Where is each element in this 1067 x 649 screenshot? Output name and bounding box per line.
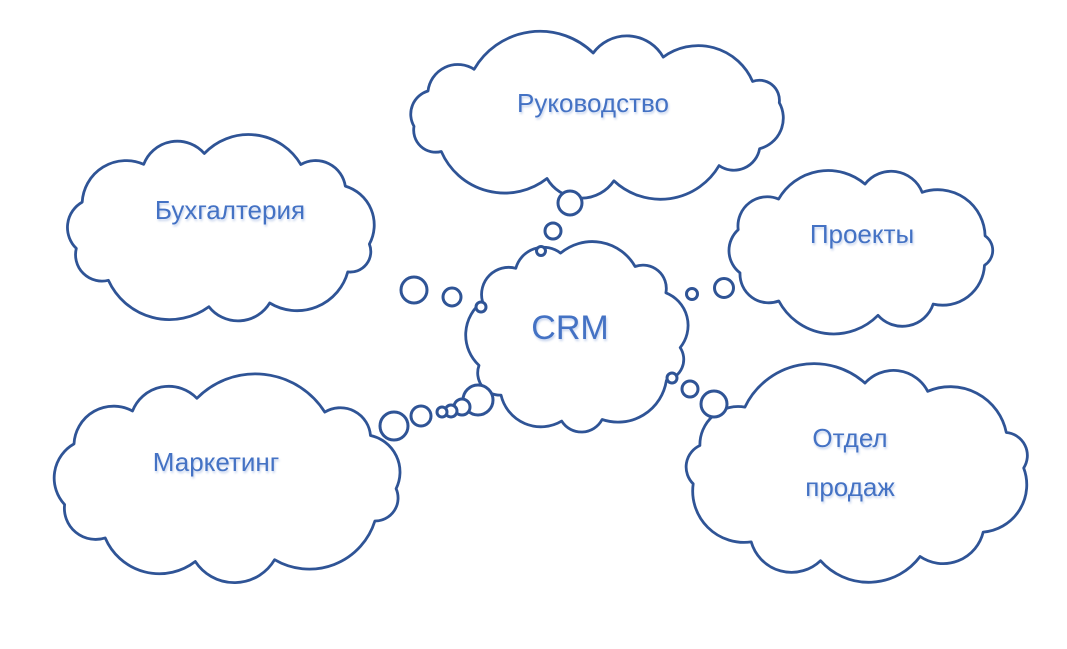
thought-bubble	[435, 405, 449, 419]
cloud-label-crm: CRM	[531, 309, 608, 347]
cloud-label-rukovodstvo: Руководство	[517, 88, 669, 118]
thought-bubble	[543, 221, 563, 241]
thought-bubble	[713, 277, 735, 299]
thought-bubble	[409, 404, 433, 428]
cloud-shape-marketing	[52, 372, 402, 585]
cloud-marketing: Маркетинг	[52, 372, 402, 585]
bubble-chain-rukovodstvo	[535, 189, 584, 257]
cloud-crm: CRM	[464, 240, 690, 434]
cloud-rukovodstvo: Руководство	[409, 29, 785, 201]
thought-bubble	[535, 245, 547, 257]
cloud-shape-buhgalteriya	[66, 133, 376, 323]
bubble-chain-buhgalteriya	[399, 275, 488, 314]
thought-bubble	[378, 410, 410, 442]
bubble-chain-otdel-prodazh	[665, 371, 729, 419]
cloud-otdel-prodazh: Отдел продаж	[684, 362, 1029, 584]
cloud-shape-crm	[464, 240, 690, 434]
bubble-chain-proekty	[685, 277, 735, 301]
thought-bubble	[556, 189, 584, 217]
cloud-label-otdel-prodazh-line2: продаж	[805, 472, 895, 502]
cloud-label-otdel-prodazh-line1: Отдел	[812, 423, 887, 453]
thought-bubble	[665, 371, 679, 385]
thought-bubble	[441, 286, 463, 308]
bubble-chain-marketing	[378, 383, 495, 442]
thought-bubble	[680, 379, 700, 399]
cloud-label-marketing: Маркетинг	[153, 447, 279, 477]
cloud-label-buhgalteriya: Бухгалтерия	[155, 195, 305, 225]
thought-bubble	[474, 300, 488, 314]
cloud-proekty: Проекты	[727, 169, 995, 336]
thought-bubble	[699, 389, 729, 419]
cloud-label-proekty: Проекты	[810, 219, 914, 249]
thought-bubble	[399, 275, 429, 305]
cloud-shape-otdel-prodazh	[684, 362, 1029, 584]
cloud-buhgalteriya: Бухгалтерия	[66, 133, 376, 323]
cloud-shape-rukovodstvo	[409, 29, 785, 201]
cloud-shape-proekty	[727, 169, 995, 336]
thought-bubble	[685, 287, 699, 301]
